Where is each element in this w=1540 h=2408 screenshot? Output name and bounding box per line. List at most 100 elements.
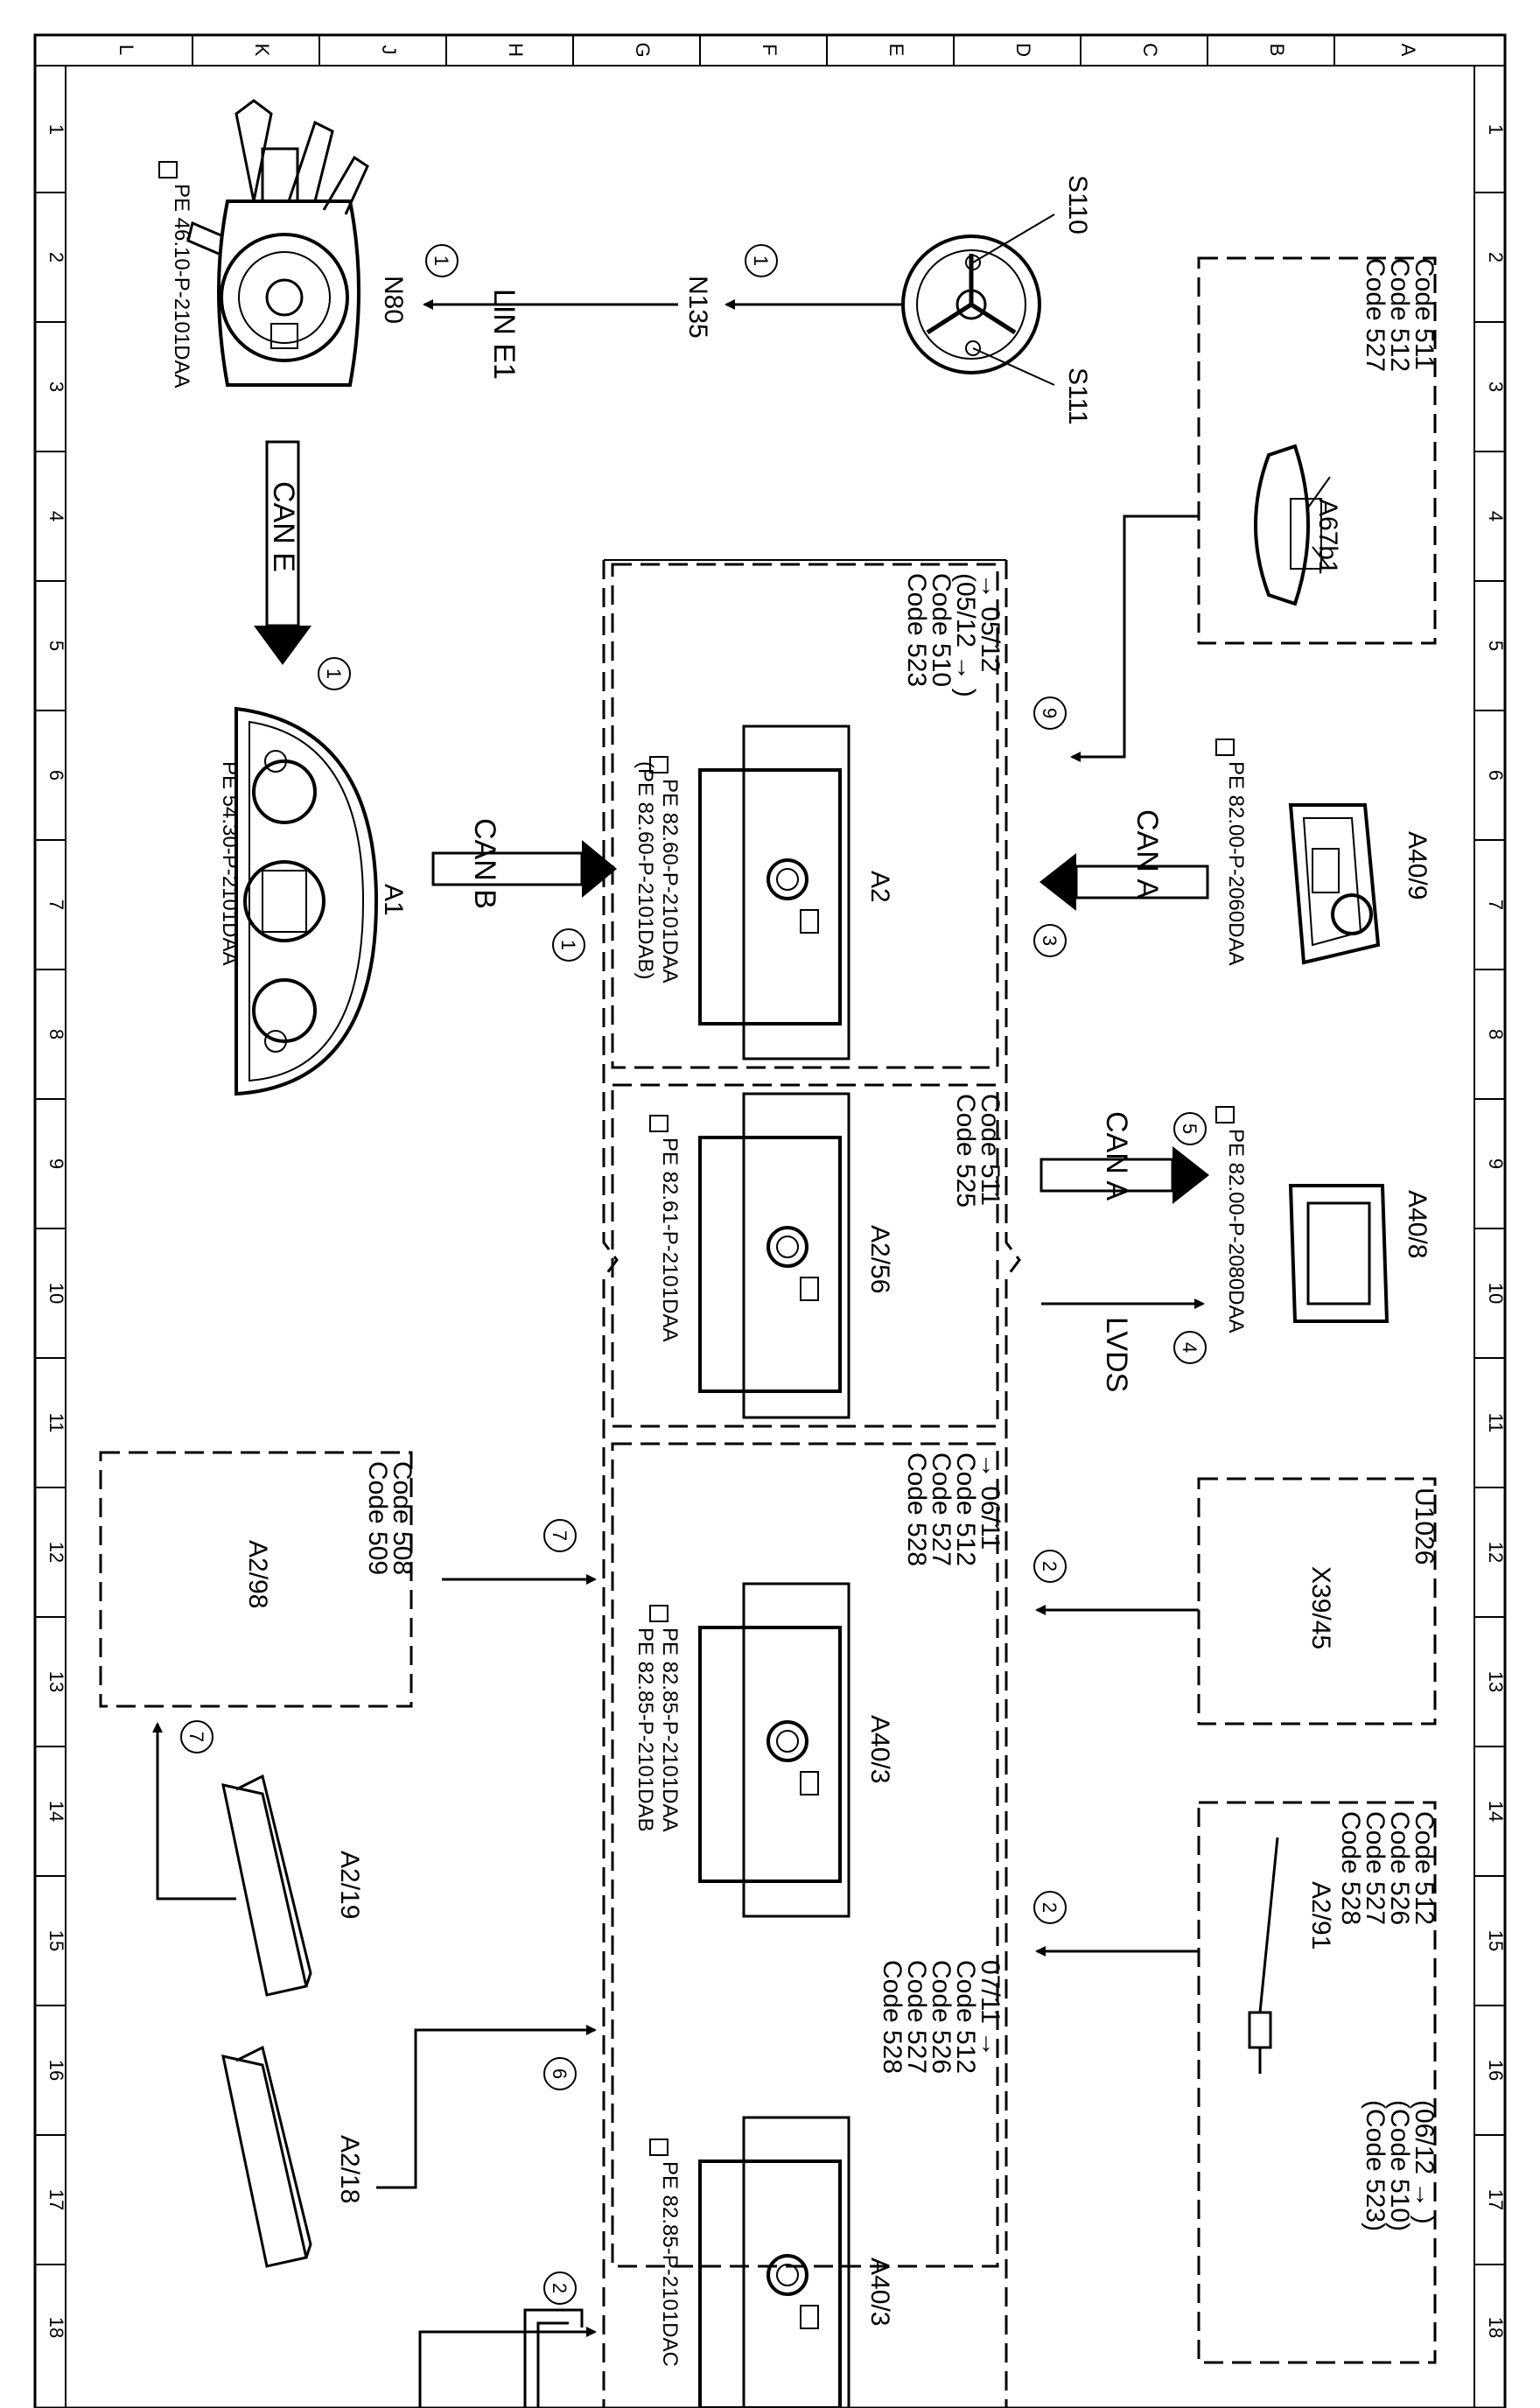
x39-45-header: U1026 [1410, 1488, 1438, 1564]
a40-3b-code: Code 512 [951, 1960, 980, 2074]
rear-view-mirror-icon [1254, 444, 1322, 606]
connection-line-7 [152, 1722, 236, 1900]
connection-line-9 [1070, 514, 1199, 762]
a2-98-code: Code 509 [363, 1461, 392, 1575]
grid-row-label: 12 [1485, 1542, 1507, 1563]
a40-8-label: A40/8 [1403, 1190, 1432, 1258]
grid-row-label: 15 [46, 1930, 67, 1951]
grid-row-label: 10 [1485, 1283, 1507, 1304]
n135-label: N135 [683, 276, 712, 339]
a2-19-label: A2/19 [335, 1851, 364, 1919]
grid-row-label: 1 [46, 124, 67, 135]
grid-row-label: 7 [1485, 900, 1507, 910]
a40-3-code: → 06/11 [976, 1452, 1004, 1550]
a2-91-code: Code 528 [1336, 1811, 1365, 1925]
grid-col-label: J [378, 46, 400, 55]
a2-18-label: A2/18 [335, 2135, 364, 2203]
a2-code: (05/12 → ) [951, 573, 980, 697]
grid-row-label: 10 [46, 1283, 67, 1304]
bus-bracket [523, 2308, 584, 2408]
connection-number: 2 [1039, 1902, 1060, 1913]
a2-91-code-extra: (Code 523) [1361, 2100, 1390, 2231]
a40-3-radio-unit-icon [698, 1582, 850, 1918]
a1-label: A1 [379, 884, 408, 916]
grid-row-label: 13 [46, 1671, 67, 1692]
grid-row-label: 5 [1485, 640, 1507, 651]
connection-number: 1 [557, 940, 579, 950]
frame [33, 33, 1507, 2408]
a40-9-label: A40/9 [1403, 831, 1432, 900]
grid-row-label: 4 [46, 511, 67, 522]
grid-row-label: 15 [1485, 1930, 1507, 1951]
a2-ref2: (PE 82.60-P-2101DAB) [634, 761, 657, 979]
connection-line-6 [376, 2025, 597, 2189]
a2-box [611, 563, 999, 1069]
a2-radio-unit-icon [698, 724, 850, 1060]
grid-row-label: 1 [1485, 124, 1507, 135]
connection-number: 1 [323, 668, 345, 679]
grid-col-label: F [759, 44, 780, 55]
a2-ref1: PE 82.60-P-2101DAA [658, 779, 682, 983]
grid-row-label: 17 [46, 2189, 67, 2210]
grid-row-label: 2 [46, 252, 67, 262]
grid-col-label: E [886, 44, 907, 57]
connection-number: 5 [1179, 1124, 1200, 1134]
a40-3-code: Code 527 [927, 1452, 956, 1566]
connection-number: 2 [1039, 1561, 1060, 1572]
a40-3b-radio-unit-icon [698, 2116, 850, 2408]
connection-number: 9 [1039, 708, 1060, 718]
grid-col-label: C [1139, 43, 1161, 57]
a40-3-code: Code 528 [902, 1452, 931, 1566]
a40-3-box [611, 1442, 999, 2268]
lin-e1-label: LIN E1 [487, 289, 521, 380]
grid-row-label: 13 [1485, 1671, 1507, 1692]
a2-code: Code 510 [927, 573, 956, 687]
a1-instrument-cluster [234, 706, 379, 1096]
can-a-bus-2 [1040, 1146, 1209, 1204]
can-b-bus [431, 840, 617, 898]
a2-91-code: Code 526 [1385, 1811, 1414, 1925]
grid-row-label: 6 [46, 770, 67, 780]
can-a-label: CAN A [1100, 1111, 1133, 1200]
column-ruler: L K J H G F E D C B A [116, 35, 1419, 66]
a2-98-label: A2/98 [243, 1540, 272, 1608]
a2-code: → 05/12 [976, 573, 1004, 672]
grid-col-label: A [1397, 44, 1419, 57]
grid-row-label: 14 [46, 1801, 67, 1822]
grid-col-label: K [251, 44, 273, 57]
bus-bracket [536, 2321, 569, 2408]
a2-98-code: Code 508 [388, 1461, 416, 1575]
grid-row-label: 11 [1485, 1413, 1507, 1433]
connection-number: 4 [1179, 1342, 1200, 1353]
a2-91-code: Code 512 [1410, 1811, 1438, 1925]
head-unit-group-frame [602, 559, 1021, 2408]
a67b1-code: Code 511 [1410, 258, 1438, 370]
a2-98-box [99, 1451, 413, 1708]
a40-8-display [1288, 1184, 1390, 1323]
a2-91-box [1197, 1801, 1437, 2364]
connection-number: 3 [1039, 935, 1060, 946]
connection-number: 7 [549, 1530, 570, 1541]
grid-col-label: G [632, 42, 654, 57]
can-a-bus-1 [1040, 853, 1209, 911]
s110-label: S110 [1063, 175, 1092, 234]
a67b1-label: A67b1 [1313, 499, 1342, 575]
a40-3-label: A40/3 [865, 1715, 894, 1783]
s111-label: S111 [1063, 368, 1092, 425]
a2-code: Code 523 [902, 573, 931, 687]
grid-row-label: 18 [1485, 2317, 1507, 2338]
a2-56-code: Code 525 [951, 1094, 980, 1208]
a40-3-ref2: PE 82.85-P-2101DAB [634, 1628, 657, 1831]
grid-row-label: 16 [46, 2060, 67, 2081]
a40-3b-code: Code 528 [878, 1960, 906, 2074]
can-e-label: CAN E [267, 481, 300, 572]
a2-label: A2 [865, 871, 894, 903]
can-b-label: CAN B [468, 818, 501, 909]
a2-91-code: Code 527 [1361, 1811, 1390, 1925]
connection-number: 7 [186, 1732, 207, 1742]
a40-3b-code: Code 527 [902, 1960, 931, 2074]
n80-steering-column-module [186, 99, 369, 387]
a2-18-tuner-icon [221, 2045, 312, 2268]
a40-3-ref1: PE 82.85-P-2101DAA [658, 1628, 682, 1831]
